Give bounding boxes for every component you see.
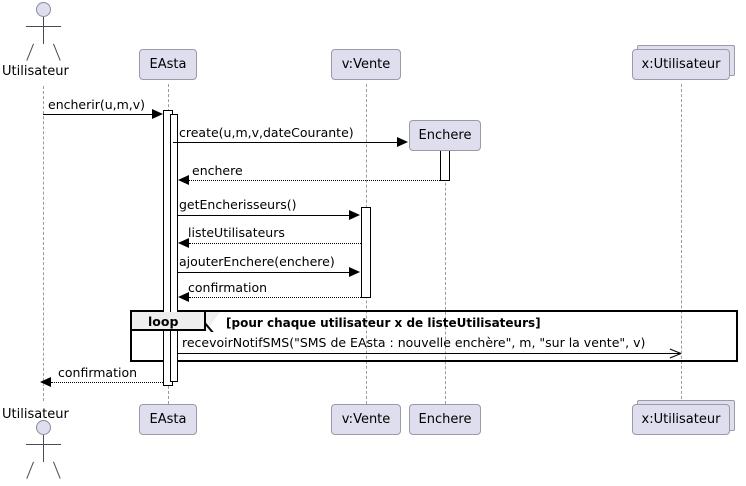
message-line-confirmation-vente [189, 297, 361, 298]
message-arrow-listeutilisateurs [178, 238, 189, 248]
lifeline-enchere [445, 148, 446, 404]
actor-label-utilisateur-bottom: Utilisateur [2, 407, 69, 422]
fragment-loop-tab-notch-edge [205, 312, 221, 332]
fragment-loop-tab [132, 312, 206, 331]
actor-leg-left [26, 461, 34, 479]
actor-leg-right [53, 461, 61, 479]
message-line-getencherisseurs [178, 215, 350, 216]
message-line-confirmation-user [51, 382, 163, 383]
actor-arms [26, 26, 61, 27]
actor-label-utilisateur-top: Utilisateur [2, 64, 69, 79]
message-label-ajouterenchere: ajouterEnchere(enchere) [179, 254, 335, 269]
lifeline-utilisateur [43, 86, 44, 401]
activation-vvente [361, 207, 371, 298]
participant-easta-bottom[interactable]: EAsta [139, 404, 197, 435]
message-label-confirmation-vente: confirmation [188, 280, 268, 295]
message-line-encherir [43, 114, 153, 115]
activation-easta-inner [170, 114, 178, 382]
message-arrow-ajouterenchere [349, 267, 360, 277]
actor-utilisateur-top [0, 0, 90, 70]
participant-xutilisateur-top[interactable]: x:Utilisateur [632, 49, 730, 80]
message-line-ajouterenchere [178, 272, 350, 273]
fragment-loop-guard: [pour chaque utilisateur x de listeUtili… [226, 316, 541, 330]
lifeline-xutilisateur [681, 84, 682, 404]
message-line-enchere-return [189, 180, 440, 181]
message-line-listeutilisateurs [189, 243, 361, 244]
message-arrow-create [397, 137, 408, 147]
participant-enchere-bottom[interactable]: Enchere [409, 404, 481, 435]
fragment-loop-operator: loop [148, 314, 179, 329]
message-label-recevoirnotifsms: recevoirNotifSMS("SMS de EAsta : nouvell… [182, 335, 646, 350]
participant-xutilisateur-bottom[interactable]: x:Utilisateur [632, 404, 730, 435]
message-line-recevoirnotifsms [178, 353, 681, 354]
message-label-getencherisseurs: getEncherisseurs() [179, 197, 297, 212]
participant-vvente-top[interactable]: v:Vente [331, 49, 401, 80]
message-arrow-confirmation-vente [178, 292, 189, 302]
message-line-create [173, 142, 398, 143]
actor-spine [43, 17, 44, 44]
actor-utilisateur-bottom [0, 418, 90, 486]
message-label-listeutilisateurs: listeUtilisateurs [188, 225, 285, 240]
participant-vvente-bottom[interactable]: v:Vente [331, 404, 401, 435]
message-arrow-encherir [152, 109, 163, 119]
message-arrow-getencherisseurs [349, 210, 360, 220]
participant-enchere-created[interactable]: Enchere [409, 120, 481, 151]
message-arrow-enchere-return [178, 175, 189, 185]
actor-head-icon [36, 420, 51, 435]
actor-leg-right [53, 43, 61, 61]
message-label-create: create(u,m,v,dateCourante) [179, 125, 354, 140]
message-label-encherir: encherir(u,m,v) [48, 97, 146, 112]
actor-leg-left [26, 43, 34, 61]
activation-enchere [440, 147, 450, 181]
fragment-loop-tab-notch [206, 312, 220, 331]
actor-arms [26, 444, 61, 445]
message-label-confirmation-user: confirmation [58, 365, 138, 380]
message-label-enchere-return: enchere [192, 163, 243, 178]
message-arrow-recevoirnotifsms [669, 347, 681, 359]
fragment-loop [130, 310, 738, 362]
message-arrow-confirmation-user [40, 377, 51, 387]
participant-easta-top[interactable]: EAsta [139, 49, 197, 80]
actor-spine [43, 435, 44, 462]
actor-head-icon [36, 2, 51, 17]
